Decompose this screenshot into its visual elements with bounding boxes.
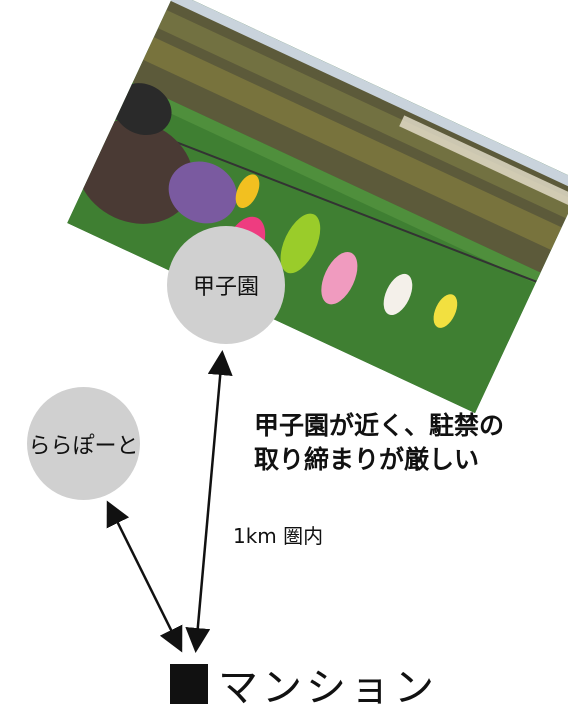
note-line-1: 甲子園が近く、駐禁の xyxy=(254,411,505,440)
stadium-photo xyxy=(67,0,568,414)
arrow-mansion-koshien xyxy=(185,350,233,653)
mansion-square-icon xyxy=(170,664,208,704)
koshien-node: 甲子園 xyxy=(167,226,285,344)
distance-label: 1km 圏内 xyxy=(233,524,324,548)
arrow-mansion-lalaport xyxy=(106,500,183,653)
lalaport-node: ららぽーと xyxy=(27,387,140,500)
koshien-label: 甲子園 xyxy=(192,275,259,300)
parking-note: 甲子園が近く、駐禁の 取り締まりが厳しい xyxy=(254,409,504,477)
note-line-2: 取り締まりが厳しい xyxy=(254,445,480,474)
mansion-node: マンション xyxy=(170,655,438,713)
mansion-label: マンション xyxy=(218,665,438,711)
lalaport-label: ららぽーと xyxy=(28,433,139,459)
